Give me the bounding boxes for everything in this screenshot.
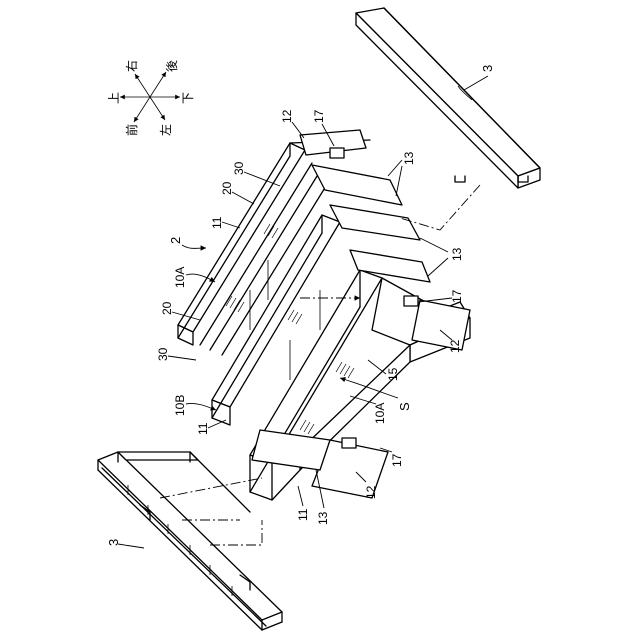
label-figure-2: 2 — [168, 237, 183, 244]
label-12-bottom: 12 — [364, 485, 378, 499]
dir-back-label: 後 — [165, 60, 179, 72]
label-15: 15 — [386, 367, 400, 381]
dir-front-label: 前 — [124, 124, 139, 136]
label-11-b: 11 — [196, 422, 210, 435]
dir-right-label: 右 — [124, 60, 139, 72]
label-17-top: 17 — [312, 109, 326, 123]
label-panel-top: 3 — [480, 65, 495, 72]
label-11-a: 11 — [210, 216, 224, 229]
dir-left-label: 左 — [158, 124, 173, 136]
label-12-top: 12 — [280, 109, 294, 123]
label-11-c: 11 — [296, 508, 310, 521]
label-10a-front: 10A — [373, 403, 387, 424]
orientation-indicator: 上 下 右 後 前 左 — [107, 60, 195, 136]
dir-down-label: 下 — [181, 92, 195, 104]
dir-up-label: 上 — [107, 92, 121, 104]
label-30-a: 30 — [232, 161, 246, 175]
label-10b: 10B — [173, 395, 187, 416]
label-13-a: 13 — [402, 151, 416, 165]
label-13-c: 13 — [316, 511, 330, 525]
label-s: S — [397, 402, 412, 411]
label-30-b: 30 — [156, 347, 170, 361]
label-20-a: 20 — [220, 181, 234, 195]
label-10a-top: 10A — [173, 267, 187, 288]
label-20-b: 20 — [160, 301, 174, 315]
label-17-bottom: 17 — [390, 453, 404, 467]
label-panel-bottom: 3 — [106, 539, 121, 546]
label-17-right: 17 — [450, 289, 464, 303]
panel-top-right — [356, 8, 540, 188]
label-12-right: 12 — [448, 339, 462, 353]
label-13-b: 13 — [450, 247, 464, 261]
